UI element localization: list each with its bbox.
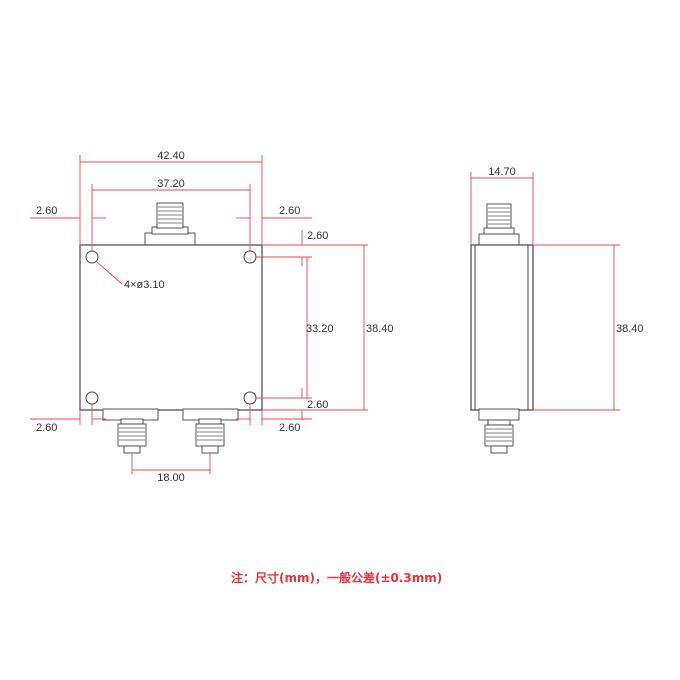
- dim-height-overall: 38.40: [366, 323, 394, 335]
- dim-port-spacing: 18.00: [157, 472, 185, 484]
- dim-edge-bottom-left: 2.60: [36, 422, 57, 434]
- front-foot-left: [102, 408, 159, 421]
- front-bottom-connector-left: [117, 418, 147, 454]
- front-view: [79, 202, 263, 454]
- side-view: [470, 203, 534, 454]
- tolerance-note: 注：尺寸(mm)，一般公差(±0.3mm): [231, 570, 442, 585]
- dim-front-hole-spacing-x: 37.20: [157, 178, 185, 190]
- dim-edge-top-right: 2.60: [279, 205, 300, 217]
- front-bottom-connector-right: [195, 418, 225, 454]
- dim-edge-right-lower: 2.60: [307, 399, 328, 411]
- dim-front-width-overall: 42.40: [157, 150, 185, 162]
- front-foot-right: [182, 408, 239, 421]
- side-bottom-connector: [484, 419, 514, 454]
- front-body: [79, 244, 263, 411]
- side-body: [470, 244, 534, 411]
- front-top-connector: [144, 202, 196, 246]
- dim-edge-right-upper: 2.60: [307, 230, 328, 242]
- dim-edge-bottom-right: 2.60: [279, 422, 300, 434]
- side-foot: [478, 408, 520, 421]
- dim-side-height: 38.40: [616, 323, 644, 335]
- side-top-connector: [478, 203, 520, 246]
- hole-callout: 4×ø3.10: [124, 279, 165, 291]
- side-dimensions: 14.70 38.40: [470, 166, 644, 411]
- dim-hole-spacing-y: 33.20: [306, 323, 334, 335]
- dim-edge-top-left: 2.60: [36, 205, 57, 217]
- front-dimensions: 42.40 37.20 2.60 2.60 2.60 33.20 38.40 2…: [30, 150, 394, 484]
- dim-side-width: 14.70: [488, 166, 516, 178]
